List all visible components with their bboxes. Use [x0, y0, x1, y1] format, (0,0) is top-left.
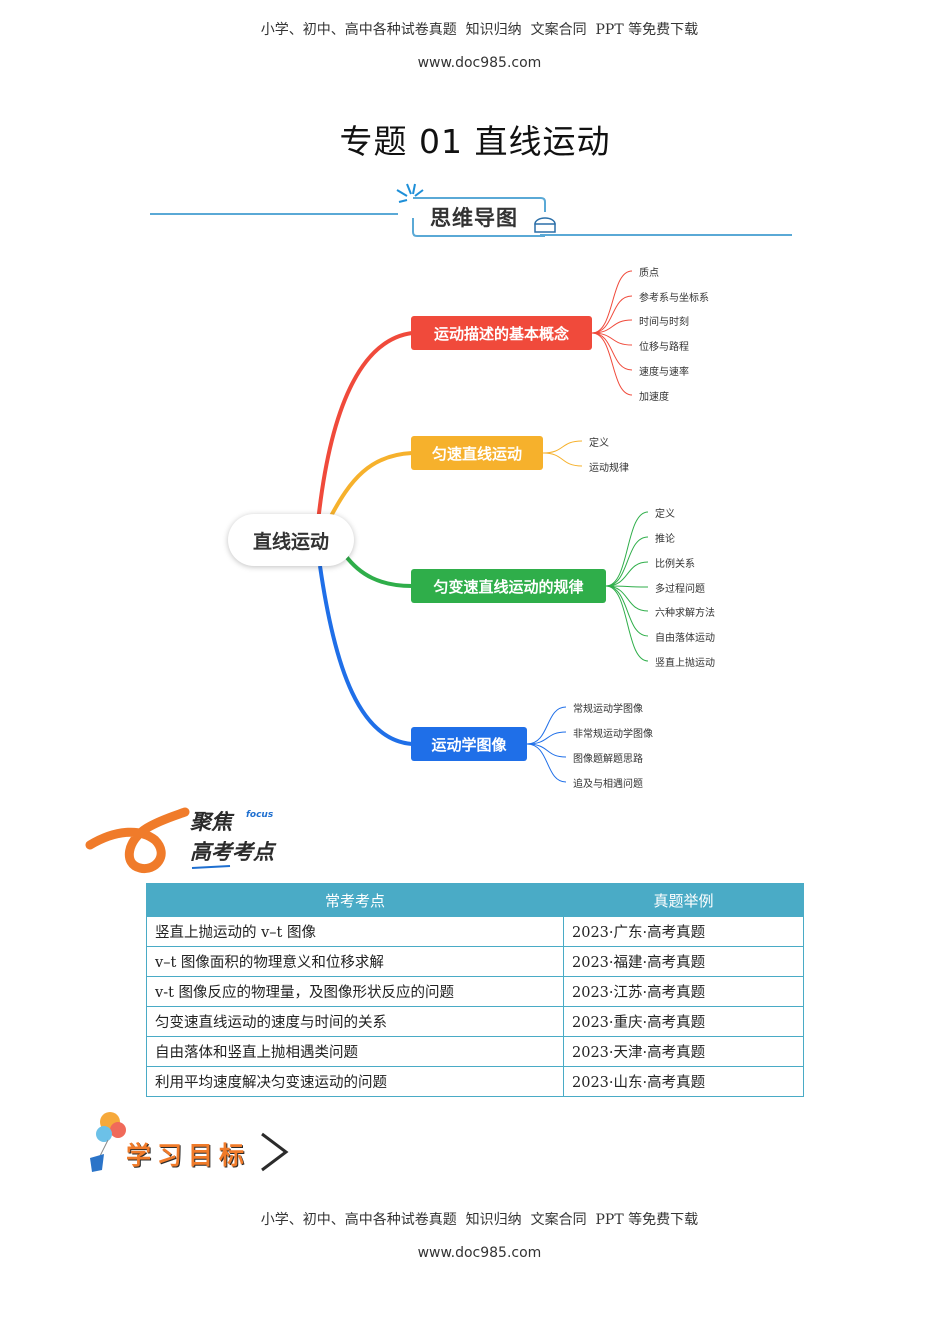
focus-label-line1: 聚焦 — [190, 810, 232, 834]
leaf-item: 参考系与坐标系 — [639, 293, 709, 304]
focus-swirl-icon — [85, 807, 190, 874]
branch-node-motion-concepts: 运动描述的基本概念 — [411, 316, 592, 350]
page-footer: 小学、初中、高中各种试卷真题 知识归纳 文案合同 PPT 等免费下载 www.d… — [0, 1193, 950, 1261]
column-header: 常考考点 — [146, 883, 564, 917]
branch-node-kinematic-graphs: 运动学图像 — [411, 727, 527, 761]
sparkle-icon — [396, 183, 424, 203]
leaf-item: 图像题解题思路 — [573, 754, 643, 765]
leaf-item: 常规运动学图像 — [573, 704, 643, 715]
leaf-item: 时间与时刻 — [639, 317, 689, 328]
table-cell: 自由落体和竖直上抛相遇类问题 — [146, 1036, 564, 1067]
branch-node-uniform-acceleration: 匀变速直线运动的规律 — [411, 569, 606, 603]
header-text: 小学、初中、高中各种试卷真题 知识归纳 文案合同 PPT 等免费下载 — [260, 22, 699, 38]
table-header-row: 常考考点 真题举例 — [146, 883, 804, 917]
focus-underline-icon — [191, 865, 231, 869]
leaf-item: 多过程问题 — [655, 584, 705, 595]
exam-points-table: 常考考点 真题举例 竖直上抛运动的 v–t 图像 2023·广东·高考真题 v–… — [146, 883, 804, 1097]
leaf-item: 位移与路程 — [639, 342, 689, 353]
mindmap-section-label: 思维导图 — [430, 206, 518, 230]
leaf-item: 速度与速率 — [639, 367, 689, 378]
leaf-item: 定义 — [589, 438, 609, 449]
leaf-item: 加速度 — [639, 392, 669, 403]
table-cell: 2023·山东·高考真题 — [563, 1066, 804, 1097]
table-cell: 2023·福建·高考真题 — [563, 946, 804, 977]
leaf-item: 自由落体运动 — [655, 633, 715, 644]
leaf-item: 六种求解方法 — [655, 608, 715, 619]
chef-hat-icon — [534, 217, 556, 233]
leaf-item: 比例关系 — [655, 559, 695, 570]
leaf-item: 追及与相遇问题 — [573, 779, 643, 790]
mindmap-connectors — [316, 270, 649, 783]
learning-goals-label: 学习目标 — [126, 1141, 251, 1170]
section-divider-left — [150, 213, 398, 215]
table-cell: 利用平均速度解决匀变速运动的问题 — [146, 1066, 564, 1097]
leaf-item: 质点 — [639, 268, 659, 279]
leaf-item: 竖直上抛运动 — [655, 658, 715, 669]
leaf-item: 非常规运动学图像 — [573, 729, 653, 740]
table-cell: v-t 图像反应的物理量，及图像形状反应的问题 — [146, 976, 564, 1007]
branch-node-uniform-motion: 匀速直线运动 — [411, 436, 543, 470]
table-cell: 2023·重庆·高考真题 — [563, 1006, 804, 1037]
table-row: v-t 图像反应的物理量，及图像形状反应的问题 2023·江苏·高考真题 — [146, 976, 804, 1007]
table-row: 利用平均速度解决匀变速运动的问题 2023·山东·高考真题 — [146, 1066, 804, 1097]
header-url[interactable]: www.doc985.com — [417, 55, 542, 71]
table-row: 匀变速直线运动的速度与时间的关系 2023·重庆·高考真题 — [146, 1006, 804, 1037]
column-header: 真题举例 — [563, 883, 804, 917]
table-cell: 竖直上抛运动的 v–t 图像 — [146, 916, 564, 947]
section-divider-right — [540, 234, 792, 236]
table-cell: 匀变速直线运动的速度与时间的关系 — [146, 1006, 564, 1037]
table-cell: v–t 图像面积的物理意义和位移求解 — [146, 946, 564, 977]
table-row: 自由落体和竖直上抛相遇类问题 2023·天津·高考真题 — [146, 1036, 804, 1067]
table-row: v–t 图像面积的物理意义和位移求解 2023·福建·高考真题 — [146, 946, 804, 977]
leaf-item: 定义 — [655, 509, 675, 520]
chevron-right-icon — [261, 1132, 289, 1172]
focus-label-line2: 高考考点 — [190, 840, 274, 864]
table-cell: 2023·广东·高考真题 — [563, 916, 804, 947]
balloon-icon — [90, 1112, 126, 1172]
mindmap-root-node: 直线运动 — [228, 514, 354, 566]
leaf-item: 推论 — [655, 534, 675, 545]
footer-text: 小学、初中、高中各种试卷真题 知识归纳 文案合同 PPT 等免费下载 — [260, 1212, 699, 1228]
table-row: 竖直上抛运动的 v–t 图像 2023·广东·高考真题 — [146, 916, 804, 947]
table-cell: 2023·江苏·高考真题 — [563, 976, 804, 1007]
page-title: 专题 01 直线运动 — [339, 122, 611, 161]
footer-url[interactable]: www.doc985.com — [417, 1245, 542, 1261]
focus-tag: focus — [246, 810, 274, 820]
page-header: 小学、初中、高中各种试卷真题 知识归纳 文案合同 PPT 等免费下载 www.d… — [0, 3, 950, 71]
mindmap-section-badge — [396, 183, 556, 237]
table-cell: 2023·天津·高考真题 — [563, 1036, 804, 1067]
leaf-item: 运动规律 — [589, 463, 629, 474]
